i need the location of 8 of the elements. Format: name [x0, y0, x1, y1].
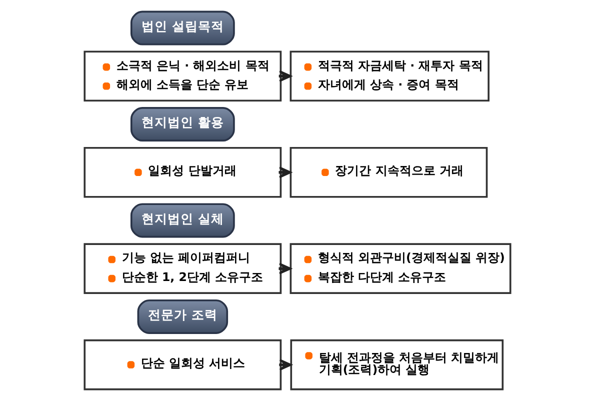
node-box: 현지법인 활용	[130, 107, 235, 142]
node-box: 탈세 전과정을 처음부터 치밀하게 기획(조력)하여 실행	[290, 339, 504, 390]
node-box: 적극적 자금세탁 · 재투자 목적 자녀에게 상속 · 증여 목적	[290, 50, 490, 102]
node-box: 법인 설립목적	[130, 10, 235, 46]
node-box: 형식적 외관구비(경제적실질 위장) 복잡한 다단계 소유구조	[290, 243, 512, 294]
node-box: 현지법인 실체	[130, 203, 235, 238]
node-box: 전문가 조력	[137, 299, 228, 334]
node-box: 장기간 지속적으로 거래	[290, 146, 488, 198]
